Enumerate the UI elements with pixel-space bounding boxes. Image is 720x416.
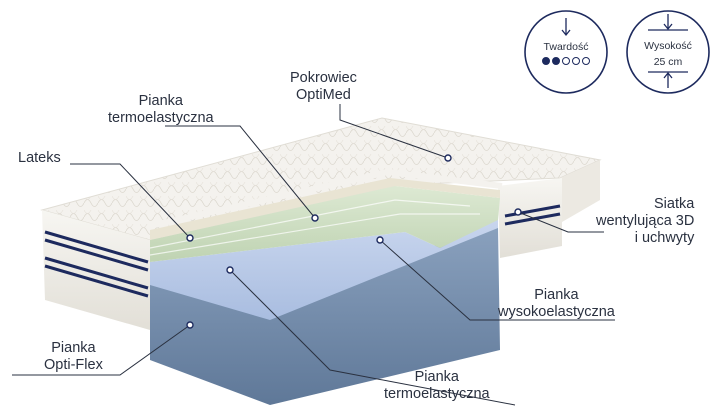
- hardness-dot: [562, 57, 570, 65]
- layer-optiflex: [150, 226, 500, 405]
- hardness-dot: [552, 57, 560, 65]
- height-value: 25 cm: [653, 56, 683, 68]
- hardness-dot: [542, 57, 550, 65]
- height-badge: [626, 10, 710, 94]
- hardness-label: Twardość: [543, 41, 589, 53]
- hardness-dots: [531, 56, 601, 68]
- hardness-dot: [572, 57, 580, 65]
- height-arrows-icon: [648, 14, 688, 88]
- layer-wysokoelastyczna: [150, 218, 498, 320]
- leader-lines: [12, 104, 615, 406]
- mattress-right-side: [560, 160, 600, 222]
- hardness-arrow-icon: [561, 18, 571, 37]
- label-lateks: Lateks: [18, 150, 61, 166]
- hardness-badge: [524, 10, 608, 94]
- hardness-dot: [582, 57, 590, 65]
- layer-termoelastyczna-green: [150, 186, 500, 262]
- height-label: Wysokość: [644, 40, 692, 52]
- marker-dots: [186, 154, 522, 329]
